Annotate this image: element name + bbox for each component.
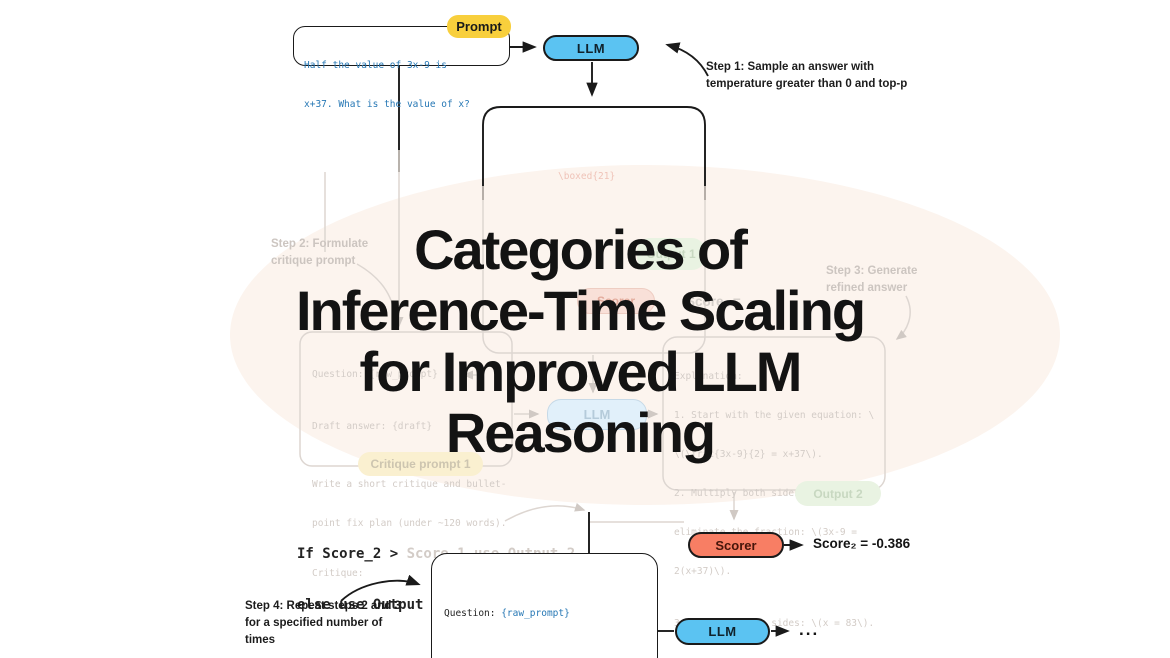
step1-label: Step 1: Sample an answer with temperatur… [706, 59, 907, 93]
prompt-line2: x+37. What is the value of x? [304, 99, 470, 110]
critique-box-content: Question: {raw_prompt} Draft answer: {dr… [312, 342, 506, 606]
raw-prompt-token: {raw_prompt} [501, 608, 570, 619]
selection-line2: else use Output 1 [297, 597, 441, 613]
critique-line: Critique: [312, 568, 364, 579]
step4-line3: times [245, 634, 276, 646]
step3-line1: Step 3: Generate [826, 265, 918, 277]
step4-label: Step 4: Repeat steps 2 and 3 for a speci… [245, 598, 401, 649]
scorer-node: Scorer [688, 532, 784, 558]
bottom-question-line: Question: {raw_prompt} [444, 607, 638, 620]
step4-line1: Step 4: Repeat steps 2 and 3 [245, 600, 401, 612]
critique-line: Write a short critique and bullet- [312, 479, 507, 490]
prompt-box-text: Half the value of 3x-9 is x+37. What is … [304, 33, 470, 137]
title-line: Categories of [414, 218, 748, 281]
page-title: Categories of Inference-Time Scaling for… [80, 219, 1080, 463]
output1-badge: Output 1 [637, 238, 705, 270]
critique-line: point fix plan (under ~120 words). [312, 518, 507, 529]
background-blob [230, 165, 1060, 505]
llm-node-top: LLM [543, 35, 639, 61]
bottom-box-content: Question: {raw_prompt} Draft answer: {dr… [444, 581, 638, 658]
step1-line2: temperature greater than 0 and top-p [706, 78, 908, 90]
score1-text: Score₁ = [686, 294, 741, 309]
step2-line2: critique prompt [271, 255, 356, 267]
prompt-line1: Half the value of 3x-9 is [304, 60, 447, 71]
step3-line2: refined answer [826, 282, 908, 294]
llm-node-bottom: LLM [675, 618, 770, 645]
bottom-critique-box [431, 553, 658, 658]
scorer-node-faded: Scorer [577, 288, 655, 314]
output2-badge: Output 2 [795, 481, 881, 506]
step3-label: Step 3: Generate refined answer [826, 263, 917, 297]
selection-dark-part: If Score_2 > [297, 546, 407, 562]
step4-line2: for a specified number of [245, 617, 383, 629]
refined-line: Explanation: [674, 371, 743, 382]
llm-node-faded: LLM [547, 399, 647, 430]
refined-line: \(\frac{3x-9}{2} = x+37\). [674, 449, 823, 460]
title-line: Inference-Time Scaling [295, 279, 866, 342]
title-line: Reasoning [445, 401, 716, 464]
step1-line1: Step 1: Sample an answer with [706, 61, 875, 73]
prompt-badge: Prompt [447, 15, 511, 38]
sample-output-text: \boxed{21} [558, 171, 616, 182]
step2-line1: Step 2: Formulate [271, 238, 369, 250]
step2-label: Step 2: Formulate critique prompt [271, 236, 368, 270]
refined-line: 1. Start with the given equation: \ [674, 410, 875, 421]
title-line: for Improved LLM [359, 340, 803, 403]
ellipsis-text: ... [799, 620, 820, 639]
score2-text: Score₂ = -0.386 [813, 536, 911, 551]
critique-prompt-badge: Critique prompt 1 [358, 452, 483, 476]
critique-line: Draft answer: {draft} [312, 421, 433, 432]
critique-line: Question: {raw_prompt} [312, 369, 438, 380]
refined-line: 2(x+37)\). [674, 566, 732, 577]
question-label: Question: [444, 608, 502, 619]
